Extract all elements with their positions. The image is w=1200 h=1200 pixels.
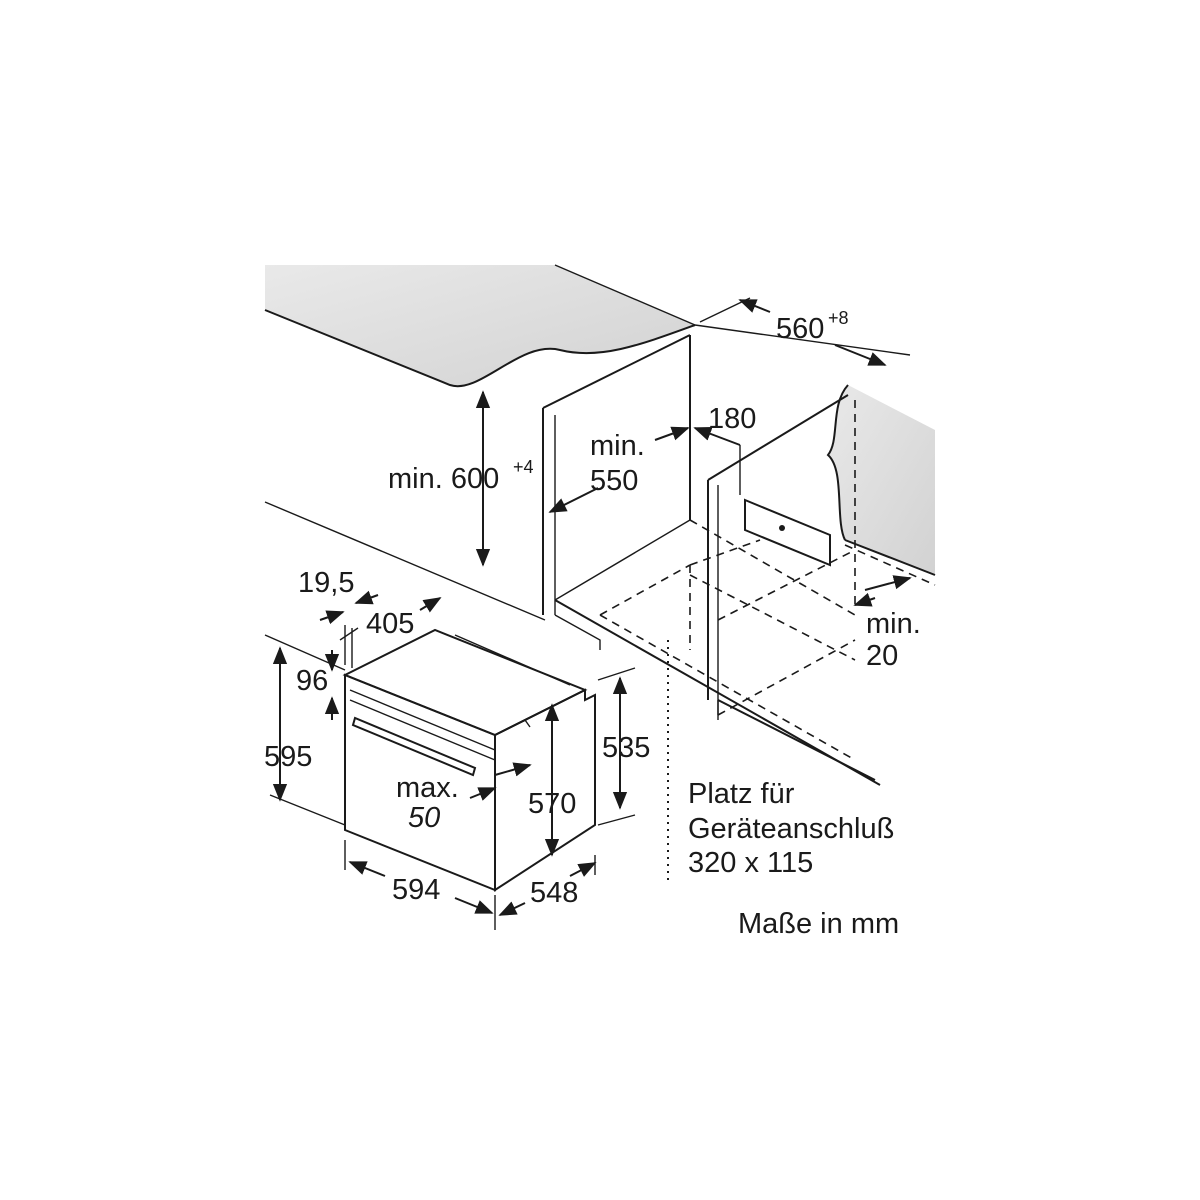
note-connection-line1: Platz für xyxy=(688,778,795,810)
oven xyxy=(342,628,596,892)
connection-area xyxy=(744,498,831,567)
label-96: 96 xyxy=(296,665,328,697)
label-50: 50 xyxy=(408,802,440,834)
label-min-20-a: min. xyxy=(866,608,921,640)
note-connection-line2: Geräteanschluß xyxy=(688,813,894,845)
label-180: 180 xyxy=(708,403,756,435)
label-560-sup: +8 xyxy=(828,308,849,328)
label-19-5: 19,5 xyxy=(298,567,354,599)
niche-dashed xyxy=(599,400,936,761)
label-min-20-b: 20 xyxy=(866,640,898,672)
label-max: max. xyxy=(396,772,459,804)
label-min: min. xyxy=(590,430,645,462)
note-connection-line3: 320 x 115 xyxy=(688,847,813,879)
dimension-lines xyxy=(272,297,912,930)
label-548: 548 xyxy=(530,877,578,909)
label-405: 405 xyxy=(366,608,414,640)
label-min-600: min. 600 xyxy=(388,463,499,495)
label-594: 594 xyxy=(392,874,440,906)
dimension-labels: 19,5 405 96 595 max. 50 570 535 594 548 … xyxy=(264,308,921,909)
label-595: 595 xyxy=(264,741,312,773)
label-min-600-sup: +4 xyxy=(513,457,534,477)
cabinet-right xyxy=(707,394,876,781)
worktop-right xyxy=(694,324,936,576)
label-550: 550 xyxy=(590,465,638,497)
label-560: 560 xyxy=(776,313,824,345)
notes: Platz für Geräteanschluß 320 x 115 Maße … xyxy=(688,778,899,940)
note-units: Maße in mm xyxy=(738,908,899,940)
label-570: 570 xyxy=(528,788,576,820)
worktop-left xyxy=(264,264,696,388)
oven-handle xyxy=(351,716,477,777)
label-535: 535 xyxy=(602,732,650,764)
